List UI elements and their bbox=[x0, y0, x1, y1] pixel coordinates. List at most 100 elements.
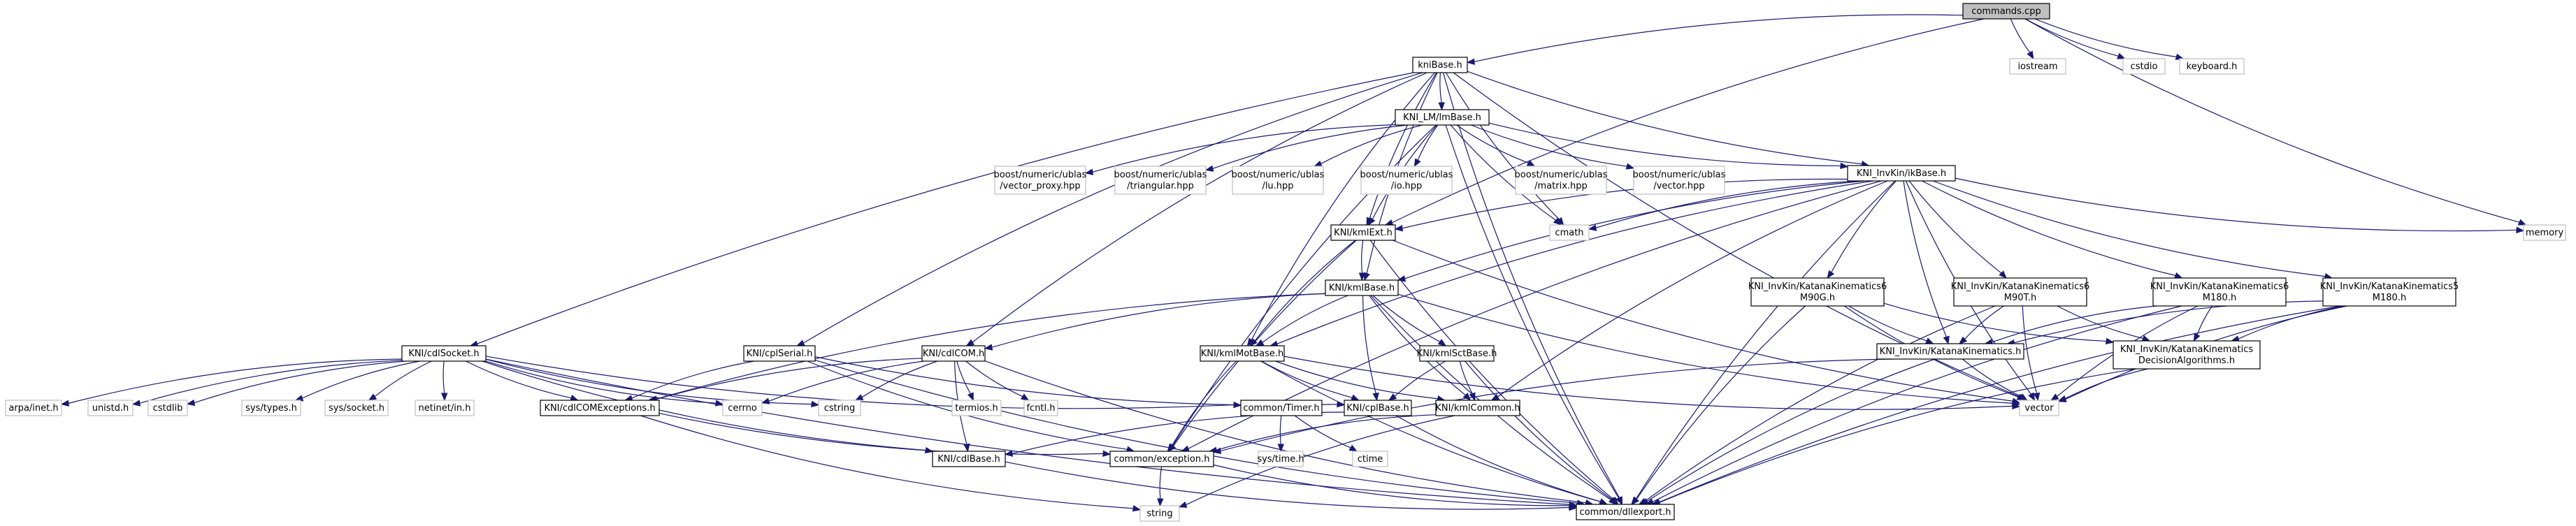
edge-line bbox=[1283, 356, 2013, 410]
node-label: memory bbox=[2526, 228, 2564, 238]
arrowhead-icon bbox=[2517, 219, 2527, 226]
edge-line bbox=[2010, 18, 2031, 53]
node-box bbox=[1412, 57, 1468, 73]
edge-line bbox=[1279, 415, 1282, 445]
edge-kmlMotBase-to-exception bbox=[1167, 360, 1237, 453]
edge-line bbox=[1964, 305, 2004, 339]
node-exception[interactable]: common/exception.h bbox=[1109, 451, 1214, 467]
edge-line bbox=[640, 415, 1134, 509]
arrowhead-icon bbox=[1588, 224, 1597, 231]
arrowhead-icon bbox=[1631, 496, 1640, 506]
edge-line bbox=[1459, 360, 1473, 394]
arrowhead-icon bbox=[1363, 272, 1370, 282]
node-kmlMotBase[interactable]: KNI/kmlMotBase.h bbox=[1200, 345, 1285, 362]
node-box bbox=[540, 400, 660, 416]
node-katKin[interactable]: KNI_InvKin/KatanaKinematics.h bbox=[1876, 343, 2024, 360]
arrowhead-icon bbox=[965, 339, 974, 346]
edge-line bbox=[2022, 305, 2038, 394]
node-ikBase[interactable]: KNI_InvKin/ikBase.h bbox=[1847, 165, 1956, 182]
node-kniBase[interactable]: kniBase.h bbox=[1412, 57, 1468, 73]
edge-line bbox=[655, 293, 1326, 400]
arrowhead-icon bbox=[1569, 502, 1578, 509]
node-fcntl: fcntl.h bbox=[1023, 400, 1058, 416]
node-box bbox=[2179, 58, 2245, 75]
edge-line bbox=[1372, 295, 1441, 342]
node-cmath: cmath bbox=[1549, 224, 1590, 241]
edge-line bbox=[1467, 71, 1862, 165]
node-kmlCommon[interactable]: KNI/kmlCommon.h bbox=[1435, 400, 1520, 416]
node-box bbox=[994, 166, 1086, 195]
edge-line bbox=[814, 356, 1338, 406]
node-box bbox=[241, 400, 301, 416]
edge-ikBase-to-dllexport bbox=[1631, 180, 1896, 506]
node-box bbox=[1330, 224, 1396, 241]
node-katDec[interactable]: KNI_InvKin/KatanaKinematicsDecisionAlgor… bbox=[2113, 340, 2261, 370]
edge-line bbox=[1456, 124, 1529, 163]
edge-line bbox=[1831, 180, 1897, 273]
edge-katDec-to-dllexport bbox=[1651, 368, 2137, 506]
node-box bbox=[1023, 400, 1058, 416]
edge-kk5m-to-katDec bbox=[2231, 305, 2345, 342]
node-label: boost/numeric/ublas bbox=[994, 170, 1087, 180]
arrowhead-icon bbox=[1599, 498, 1609, 505]
arrowhead-icon bbox=[2105, 337, 2115, 345]
node-box bbox=[1109, 451, 1214, 467]
edge-kmlExt-to-kmlBase bbox=[1358, 240, 1366, 282]
node-cplSerial[interactable]: KNI/cplSerial.h bbox=[743, 345, 816, 362]
node-keyboard: keyboard.h bbox=[2179, 58, 2245, 75]
arrowhead-icon bbox=[1394, 225, 1403, 232]
node-cdlCOMExc[interactable]: KNI/cdlCOMExceptions.h bbox=[540, 400, 660, 416]
edge-line bbox=[1393, 240, 2013, 402]
edge-line bbox=[194, 360, 405, 404]
edge-commands-to-cstdio bbox=[2025, 18, 2126, 59]
node-box bbox=[1515, 166, 1607, 195]
node-commands[interactable]: commands.cpp bbox=[1962, 3, 2050, 20]
edge-line bbox=[1955, 177, 2517, 232]
node-label: ctime bbox=[1358, 454, 1383, 465]
node-kmlSctBase[interactable]: KNI/kmlSctBase.h bbox=[1417, 345, 1497, 362]
edge-line bbox=[1962, 358, 2022, 397]
node-box bbox=[147, 400, 188, 416]
edge-line bbox=[1294, 415, 1351, 448]
node-box bbox=[1549, 224, 1590, 241]
node-label: M90G.h bbox=[1800, 293, 1835, 303]
node-lmBase[interactable]: KNI_LM/lmBase.h bbox=[1395, 109, 1490, 126]
node-label: netinet/in.h bbox=[419, 403, 471, 414]
node-box bbox=[1360, 166, 1453, 195]
arrowhead-icon bbox=[368, 393, 377, 401]
edge-kmlSctBase-to-dllexport bbox=[1465, 360, 1618, 505]
edge-line bbox=[1172, 240, 1357, 446]
edge-line bbox=[1171, 360, 1237, 446]
node-label: KNI/kmlExt.h bbox=[1334, 228, 1393, 238]
edge-line bbox=[1903, 180, 1947, 337]
arrowhead-icon bbox=[1827, 270, 1835, 279]
arrowhead-icon bbox=[1249, 338, 1258, 346]
node-cdlBase[interactable]: KNI/cdlBase.h bbox=[932, 451, 1006, 467]
edge-line bbox=[1450, 124, 1556, 221]
edge-kk6t-to-katDec bbox=[2057, 305, 2151, 342]
edge-exception-to-string bbox=[1157, 466, 1164, 507]
node-kmlExt[interactable]: KNI/kmlExt.h bbox=[1330, 224, 1396, 241]
node-label: /triangular.hpp bbox=[1127, 181, 1194, 191]
edges-layer bbox=[60, 14, 2527, 512]
arrowhead-icon bbox=[1157, 498, 1164, 507]
node-cplBase[interactable]: KNI/cplBase.h bbox=[1344, 400, 1412, 416]
node-dllexport[interactable]: common/dllexport.h bbox=[1576, 504, 1675, 520]
node-cdlCOM[interactable]: KNI/cdlCOM.h bbox=[921, 345, 986, 362]
edge-line bbox=[442, 360, 445, 394]
node-kmlBase[interactable]: KNI/kmlBase.h bbox=[1325, 279, 1399, 296]
arrowhead-icon bbox=[854, 394, 864, 401]
node-timer[interactable]: common/Timer.h bbox=[1240, 400, 1323, 416]
edge-kk6m-to-katDec bbox=[2193, 305, 2213, 342]
edge-line bbox=[1216, 414, 1437, 451]
node-label: keyboard.h bbox=[2187, 61, 2238, 72]
node-label: common/dllexport.h bbox=[1580, 507, 1671, 518]
node-label: cmath bbox=[1555, 228, 1583, 238]
node-label: boost/numeric/ublas bbox=[1232, 170, 1325, 180]
edge-lmBase-to-triang bbox=[1204, 124, 1408, 172]
node-cdlSocket[interactable]: KNI/cdlSocket.h bbox=[401, 345, 487, 362]
